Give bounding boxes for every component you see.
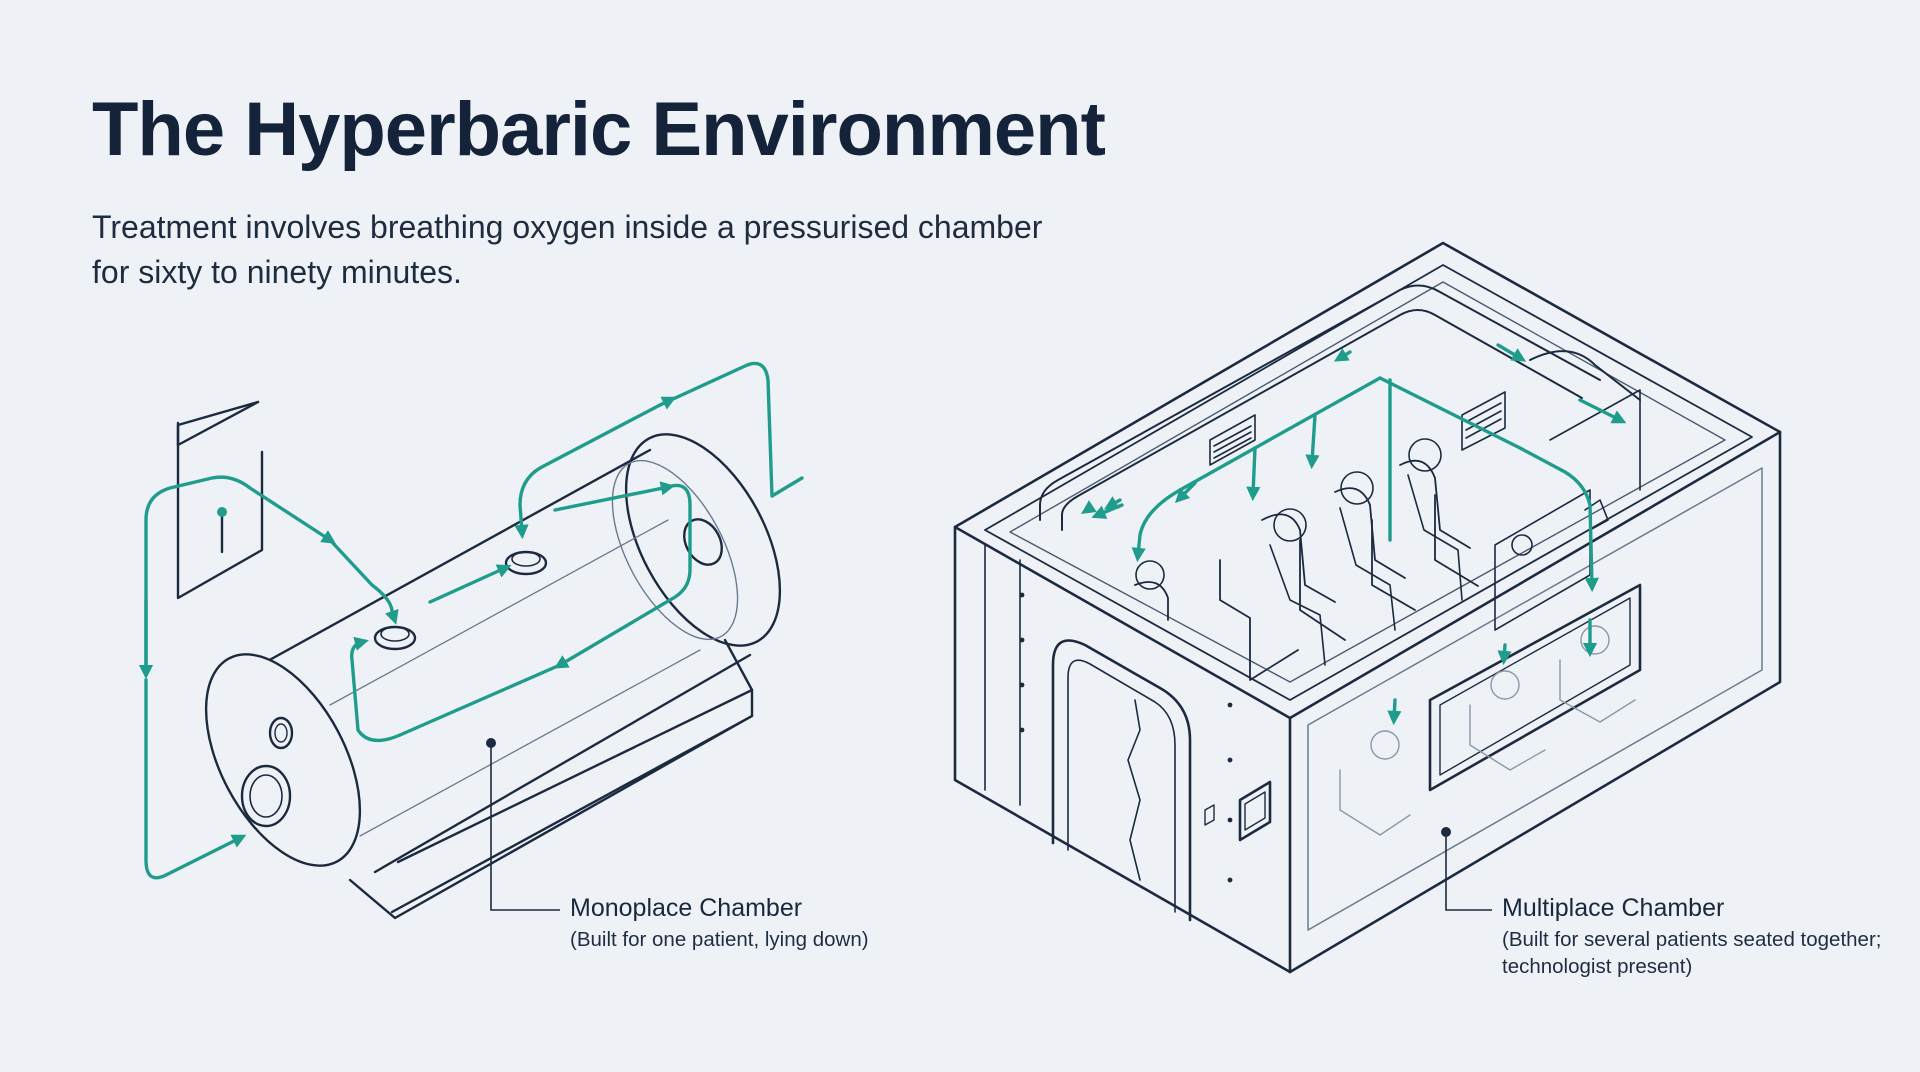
multiplace-name: Multiplace Chamber (1502, 894, 1725, 922)
multiplace-leader (1441, 827, 1492, 911)
monoplace-leader (486, 738, 560, 911)
multiplace-airflow (1081, 343, 1627, 726)
monoplace-chamber (176, 400, 782, 920)
chamber-cylinder (204, 433, 782, 874)
viewing-window (1428, 583, 1642, 792)
multiplace-callout: Multiplace Chamber (Built for several pa… (1502, 893, 1882, 980)
patients (1135, 438, 1463, 666)
control-panel (1204, 780, 1272, 842)
page-title: The Hyperbaric Environment (92, 87, 1106, 172)
monoplace-callout: Monoplace Chamber (Built for one patient… (570, 893, 870, 953)
door (1051, 639, 1192, 922)
wall-panel (176, 400, 264, 600)
rivets (1019, 592, 1233, 883)
multiplace-description: (Built for several patients seated toget… (1502, 928, 1882, 978)
ghost-seats (1339, 625, 1636, 836)
porthole (240, 716, 294, 828)
monoplace-name: Monoplace Chamber (570, 894, 803, 922)
vent-grille (1209, 391, 1506, 466)
page-subtitle: Treatment involves breathing oxygen insi… (92, 209, 1043, 290)
monoplace-description: (Built for one patient, lying down) (570, 928, 869, 951)
technologist-station (1494, 389, 1641, 631)
monoplace-airflow (138, 361, 804, 880)
top-valve (373, 550, 548, 651)
air-ducts (1039, 284, 1641, 531)
multiplace-chamber (953, 241, 1782, 974)
chamber-base (348, 638, 754, 920)
